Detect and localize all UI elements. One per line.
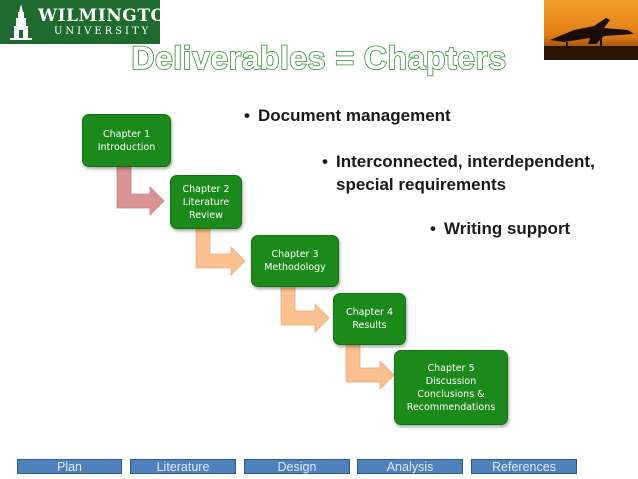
chapter-1-box: Chapter 1 Introduction — [82, 114, 171, 167]
chapter-3-box: Chapter 3 Methodology — [251, 235, 339, 287]
arrow-chapter2-to-chapter3 — [196, 227, 245, 275]
nav-button-design[interactable]: Design — [244, 459, 350, 474]
chapter-5-box: Chapter 5 Discussion Conclusions & Recom… — [394, 350, 508, 425]
nav-button-references[interactable]: References — [471, 459, 577, 474]
chapter-2-box: Chapter 2 Literature Review — [170, 175, 242, 229]
nav-button-literature[interactable]: Literature — [130, 459, 236, 474]
chapter-title-line2: Review — [182, 209, 229, 222]
nav-button-plan[interactable]: Plan — [17, 459, 122, 474]
chapter-number: Chapter 2 — [182, 183, 229, 196]
arrow-chapter1-to-chapter2 — [117, 165, 164, 215]
chapter-title-line3: Recommendations — [407, 401, 495, 414]
chapter-title: Discussion — [407, 375, 495, 388]
nav-button-analysis[interactable]: Analysis — [357, 459, 463, 474]
chapter-4-box: Chapter 4 Results — [333, 293, 406, 345]
chapter-number: Chapter 1 — [98, 128, 156, 141]
chapter-number: Chapter 4 — [346, 306, 393, 319]
chapter-title-line2: Conclusions & — [407, 388, 495, 401]
chapter-title: Results — [346, 319, 393, 332]
chapter-title: Introduction — [98, 141, 156, 154]
chapter-title: Methodology — [264, 261, 326, 274]
arrow-chapter3-to-chapter4 — [281, 285, 329, 332]
chapter-title: Literature — [182, 196, 229, 209]
chapter-number: Chapter 3 — [264, 248, 326, 261]
chapter-number: Chapter 5 — [407, 362, 495, 375]
arrow-chapter4-to-chapter5 — [346, 343, 394, 389]
